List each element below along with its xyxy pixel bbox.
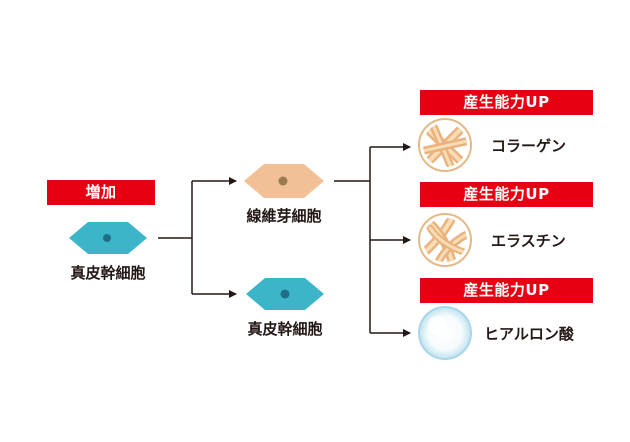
fibroblast-cell-icon	[244, 164, 324, 198]
production-up-badge-hyaluronic: 産生能力UP	[420, 278, 593, 303]
production-up-badge-elastin: 産生能力UP	[420, 182, 593, 207]
hyaluronic-acid-label: ヒアルロン酸	[484, 325, 574, 343]
production-up-badge-collagen: 産生能力UP	[420, 90, 593, 115]
source-stem-cell-label: 真皮幹細胞	[70, 264, 146, 282]
fibroblast-label: 線維芽細胞	[246, 207, 322, 225]
stem-cell-icon	[246, 278, 324, 310]
increase-badge: 増加	[47, 180, 155, 205]
collagen-fiber-icon	[418, 118, 472, 172]
hyaluronic-acid-icon	[418, 306, 472, 360]
elastin-fiber-icon	[418, 213, 472, 267]
source-stem-cell-icon	[69, 222, 147, 254]
elastin-label: エラスチン	[491, 232, 566, 250]
stem-cell-label: 真皮幹細胞	[247, 320, 323, 338]
collagen-label: コラーゲン	[491, 137, 567, 155]
